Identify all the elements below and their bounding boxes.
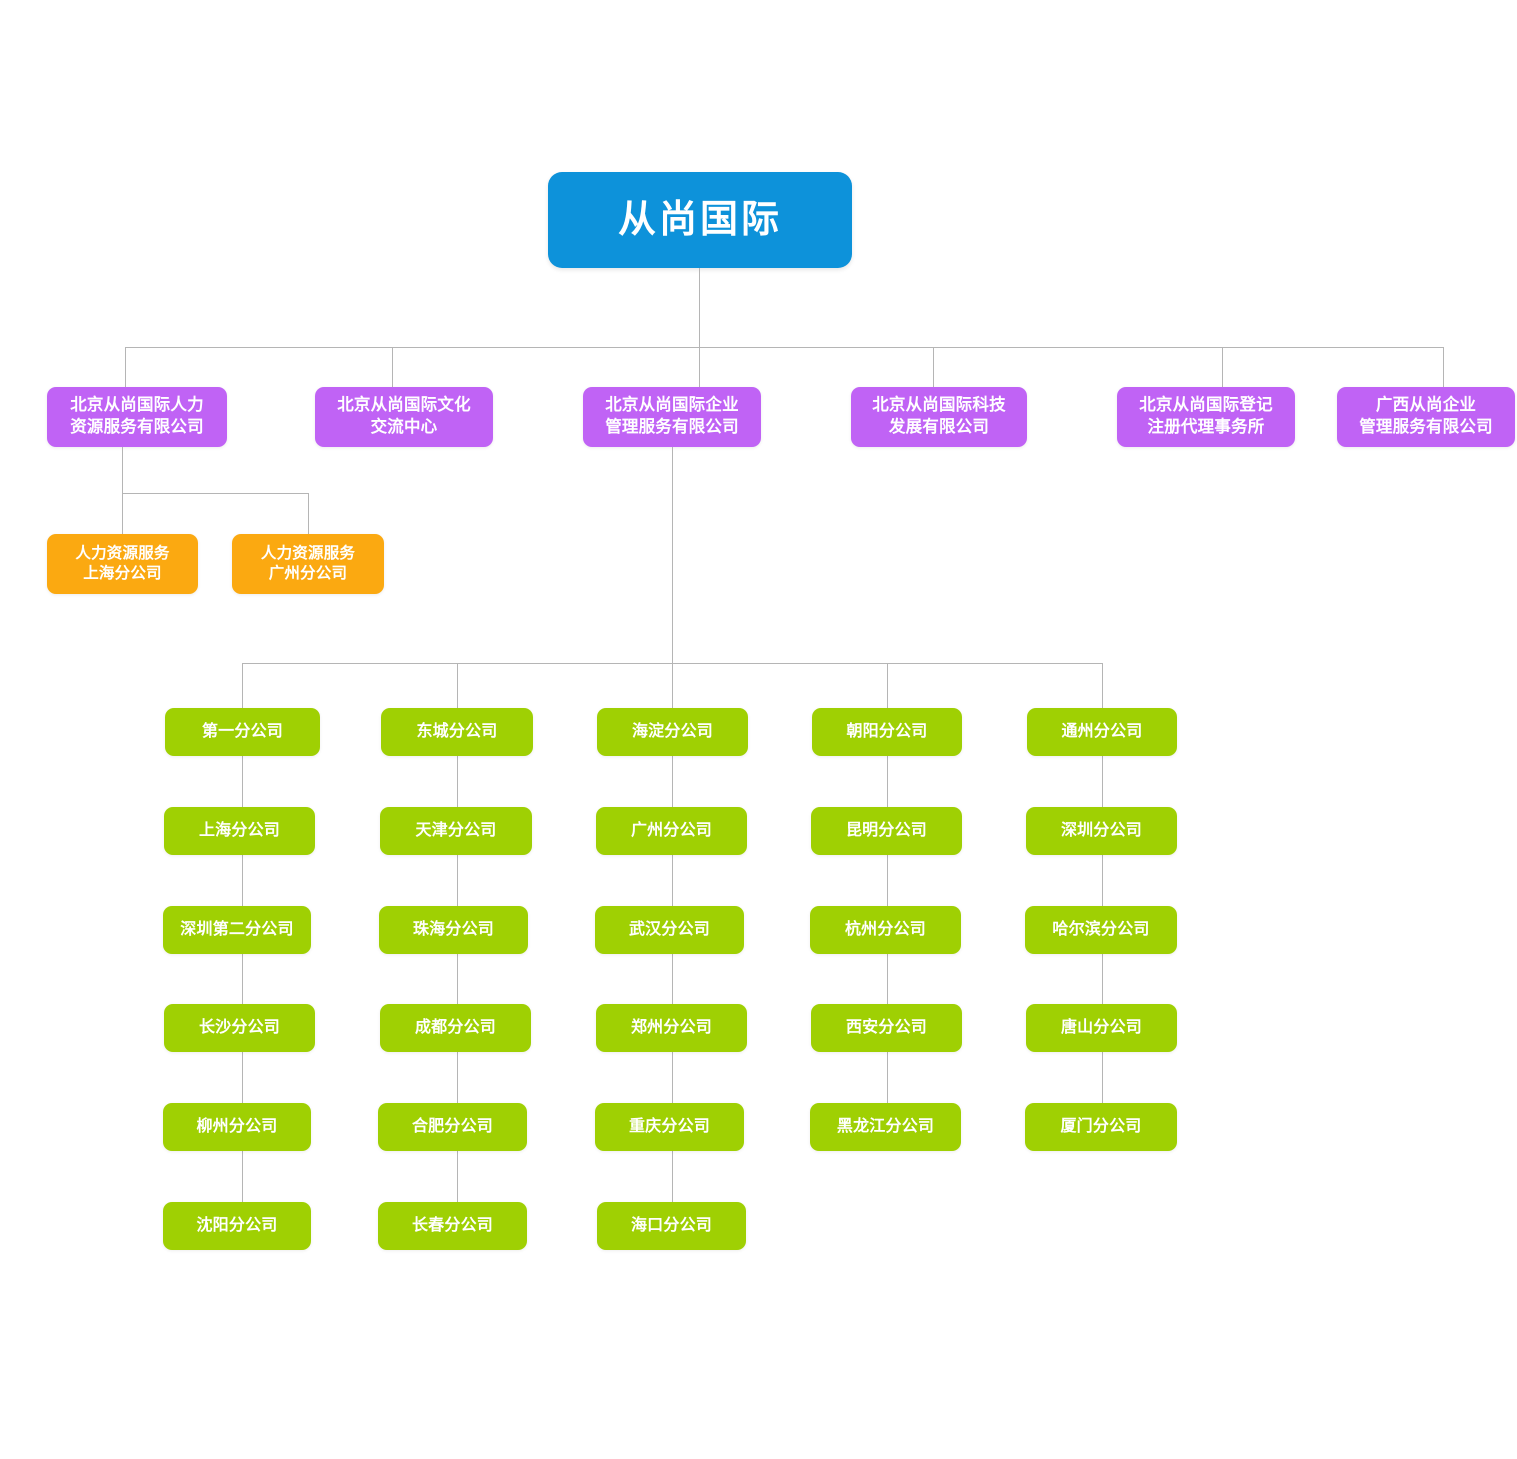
connector-drop-branch-column-2 <box>457 663 458 708</box>
connector-branch-c5-r1-r2 <box>1102 756 1103 807</box>
connector-drop-branch-column-4 <box>887 663 888 708</box>
branch-node-c2-r6[interactable]: 长春分公司 <box>378 1202 527 1250</box>
connector-branch-c4-r3-r4 <box>887 954 888 1005</box>
connector-level2-bus <box>125 347 1443 348</box>
branch-node-c3-r3[interactable]: 武汉分公司 <box>595 906 744 954</box>
branch-node-c3-r1[interactable]: 海淀分公司 <box>597 708 748 756</box>
connector-branch-c3-r1-r2 <box>672 756 673 807</box>
connector-branch-c5-r3-r4 <box>1102 954 1103 1005</box>
branch-node-c3-r2[interactable]: 广州分公司 <box>596 807 747 855</box>
branch-node-c2-r4[interactable]: 成都分公司 <box>380 1004 531 1052</box>
connector-branch-c2-r2-r3 <box>457 855 458 906</box>
branch-node-c1-r2[interactable]: 上海分公司 <box>164 807 315 855</box>
connector-drop-subsidiary-3 <box>699 347 700 387</box>
branch-node-c3-r6[interactable]: 海口分公司 <box>597 1202 746 1250</box>
connector-drop-branch-column-1 <box>242 663 243 708</box>
branch-node-c5-r2[interactable]: 深圳分公司 <box>1026 807 1177 855</box>
connector-branch-c4-r2-r3 <box>887 855 888 906</box>
connector-drop-hr-branch-1 <box>122 493 123 534</box>
branch-node-c3-r5[interactable]: 重庆分公司 <box>595 1103 744 1151</box>
connector-branch-c3-r3-r4 <box>672 954 673 1005</box>
connector-hr-bus <box>122 493 308 494</box>
connector-hr-stem <box>122 447 123 493</box>
branch-node-c2-r2[interactable]: 天津分公司 <box>380 807 532 855</box>
connector-drop-subsidiary-1 <box>125 347 126 387</box>
connector-branch-c1-r5-r6 <box>242 1151 243 1202</box>
connector-drop-subsidiary-2 <box>392 347 393 387</box>
connector-drop-subsidiary-6 <box>1443 347 1444 387</box>
connector-drop-branch-column-5 <box>1102 663 1103 708</box>
branch-node-c4-r2[interactable]: 昆明分公司 <box>811 807 962 855</box>
branch-node-c5-r5[interactable]: 厦门分公司 <box>1025 1103 1177 1151</box>
connector-drop-branch-column-3 <box>672 663 673 708</box>
root-node-congshang-international[interactable]: 从尚国际 <box>548 172 852 268</box>
branch-node-c4-r5[interactable]: 黑龙江分公司 <box>810 1103 961 1151</box>
connector-branch-c2-r4-r5 <box>457 1052 458 1103</box>
branch-node-c2-r1[interactable]: 东城分公司 <box>381 708 533 756</box>
connector-branch-c3-r2-r3 <box>672 855 673 906</box>
connector-branch-c5-r4-r5 <box>1102 1052 1103 1103</box>
branch-node-c5-r4[interactable]: 唐山分公司 <box>1026 1004 1177 1052</box>
branch-node-c2-r5[interactable]: 合肥分公司 <box>378 1103 527 1151</box>
branch-node-c3-r4[interactable]: 郑州分公司 <box>596 1004 747 1052</box>
branch-node-c4-r1[interactable]: 朝阳分公司 <box>812 708 962 756</box>
connector-drop-subsidiary-5 <box>1222 347 1223 387</box>
subsidiary-node-3[interactable]: 北京从尚国际企业 管理服务有限公司 <box>583 387 761 447</box>
branch-node-c1-r1[interactable]: 第一分公司 <box>165 708 320 756</box>
branch-node-c1-r5[interactable]: 柳州分公司 <box>163 1103 311 1151</box>
branch-node-c5-r3[interactable]: 哈尔滨分公司 <box>1025 906 1177 954</box>
connector-root-stem <box>699 268 700 347</box>
connector-branch-c5-r2-r3 <box>1102 855 1103 906</box>
connector-branch-c3-r5-r6 <box>672 1151 673 1202</box>
branch-node-c1-r4[interactable]: 长沙分公司 <box>164 1004 315 1052</box>
connector-branch-c1-r2-r3 <box>242 855 243 906</box>
connector-branch-c2-r1-r2 <box>457 756 458 807</box>
connector-branch-tree-stem <box>672 447 673 663</box>
connector-branch-c1-r1-r2 <box>242 756 243 807</box>
subsidiary-node-1[interactable]: 北京从尚国际人力 资源服务有限公司 <box>47 387 227 447</box>
subsidiary-node-2[interactable]: 北京从尚国际文化 交流中心 <box>315 387 493 447</box>
branch-node-c1-r3[interactable]: 深圳第二分公司 <box>163 906 311 954</box>
connector-branch-c1-r3-r4 <box>242 954 243 1005</box>
connector-branch-c3-r4-r5 <box>672 1052 673 1103</box>
connector-branch-c4-r1-r2 <box>887 756 888 807</box>
connector-drop-subsidiary-4 <box>933 347 934 387</box>
connector-branch-c2-r3-r4 <box>457 954 458 1005</box>
branch-node-c4-r4[interactable]: 西安分公司 <box>811 1004 962 1052</box>
branch-node-c4-r3[interactable]: 杭州分公司 <box>810 906 961 954</box>
connector-drop-hr-branch-2 <box>308 493 309 534</box>
hr-branch-node-guangzhou[interactable]: 人力资源服务 广州分公司 <box>232 534 384 594</box>
branch-node-c5-r1[interactable]: 通州分公司 <box>1027 708 1177 756</box>
connector-branch-c2-r5-r6 <box>457 1151 458 1202</box>
branch-node-c2-r3[interactable]: 珠海分公司 <box>379 906 528 954</box>
subsidiary-node-6[interactable]: 广西从尚企业 管理服务有限公司 <box>1337 387 1515 447</box>
subsidiary-node-4[interactable]: 北京从尚国际科技 发展有限公司 <box>851 387 1027 447</box>
hr-branch-node-shanghai[interactable]: 人力资源服务 上海分公司 <box>47 534 198 594</box>
subsidiary-node-5[interactable]: 北京从尚国际登记 注册代理事务所 <box>1117 387 1295 447</box>
connector-branch-c4-r4-r5 <box>887 1052 888 1103</box>
connector-branch-c1-r4-r5 <box>242 1052 243 1103</box>
branch-node-c1-r6[interactable]: 沈阳分公司 <box>163 1202 311 1250</box>
